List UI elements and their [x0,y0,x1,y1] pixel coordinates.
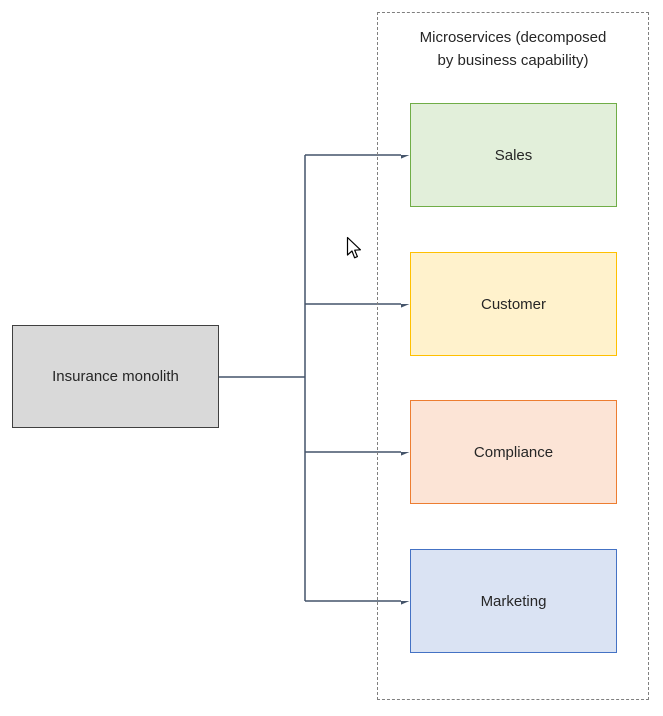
service-box-marketing[interactable]: Marketing [410,549,617,653]
mouse-cursor-icon [346,236,361,259]
microservices-group-title: Microservices (decomposed by business ca… [419,29,607,69]
insurance-monolith-box[interactable]: Insurance monolith [12,325,219,428]
microservices-group: Microservices (decomposed by business ca… [377,12,649,700]
service-label-marketing: Marketing [480,592,547,610]
service-box-sales[interactable]: Sales [410,103,617,207]
insurance-monolith-label: Insurance monolith [52,368,179,385]
service-box-customer[interactable]: Customer [410,252,617,356]
service-box-compliance[interactable]: Compliance [410,400,617,504]
service-label-compliance: Compliance [473,443,554,461]
service-label-customer: Customer [480,295,547,313]
service-label-sales: Sales [494,146,533,164]
